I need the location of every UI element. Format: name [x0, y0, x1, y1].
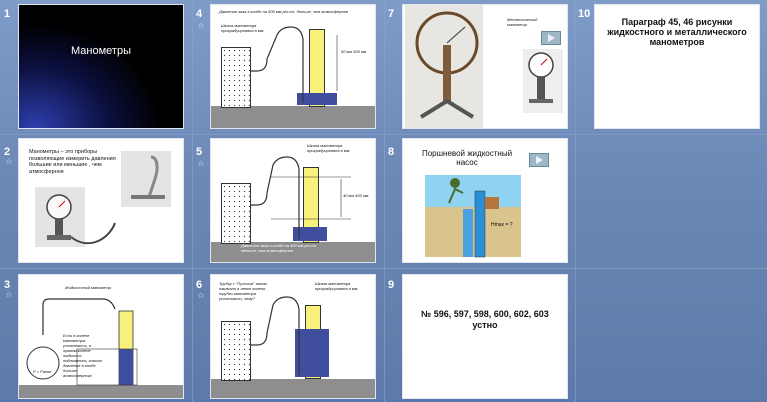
gas-flask	[221, 183, 251, 244]
slide-thumbnail-8[interactable]: Поршневой жидкостный насос Hmax = ?	[402, 138, 568, 263]
slide-text: Манометры – это приборы позволяющие изме…	[29, 149, 116, 175]
slide-number: 7	[388, 8, 395, 20]
scale-label: 50 мм 500 мм	[341, 49, 367, 54]
tube-connector	[251, 26, 338, 103]
slide-note: Если в колене манометра установить, в пр…	[63, 333, 103, 378]
slide-thumbnail-9[interactable]: № 596, 597, 598, 600, 602, 603 устно	[402, 274, 568, 399]
liquid-level	[293, 227, 327, 241]
metal-manometer-photo	[405, 5, 563, 128]
slide-thumbnail-6[interactable]: Трубку с "Пустым" газом накачали в левое…	[210, 274, 376, 399]
slide-note: Шкала манометра проградуирована в мм.	[315, 281, 359, 291]
slide-number: 4	[196, 8, 203, 20]
piston-pump-illustration	[425, 175, 521, 258]
floor	[211, 242, 375, 262]
tube-connector	[251, 296, 300, 375]
scale-label: 40 мм 400 мм	[343, 193, 369, 198]
slide-number: 9	[388, 279, 395, 291]
slide-number: 3	[4, 279, 11, 291]
grid-divider	[0, 268, 767, 269]
transition-star-icon[interactable]: ☆	[5, 290, 13, 299]
slide-thumbnail-3[interactable]: Жидкостный манометр Если в колене маноме…	[18, 274, 184, 399]
play-button-icon[interactable]	[529, 153, 549, 167]
slide-number: 6	[196, 279, 203, 291]
formula-label: Hmax = ?	[491, 222, 513, 228]
tube-connector	[251, 156, 351, 239]
liquid-manometer-diagram	[19, 298, 183, 398]
grid-divider	[575, 0, 576, 402]
grid-divider	[0, 134, 767, 135]
liquid-level	[295, 329, 329, 377]
transition-star-icon[interactable]: ☆	[197, 159, 205, 168]
slide-thumbnail-10[interactable]: Параграф 45, 46 рисунки жидкостного и ме…	[594, 4, 760, 129]
slide-thumbnail-7[interactable]: Металлический манометр	[402, 4, 568, 129]
slide-thumbnail-5[interactable]: Шкала манометра проградуирована в мм. 40…	[210, 138, 376, 263]
slide-thumbnail-2[interactable]: Манометры – это приборы позволяющие изме…	[18, 138, 184, 263]
slide-number: 8	[388, 146, 395, 158]
play-button-icon[interactable]	[541, 31, 561, 45]
gas-flask	[221, 321, 251, 381]
slide-note: Шкала манометра проградуирована в мм.	[221, 23, 265, 33]
slide-caption: Металлический манометр	[507, 17, 538, 27]
transition-star-icon[interactable]: ☆	[197, 291, 205, 300]
slide-title: Поршневой жидкостный насос	[421, 149, 513, 167]
slide-number: 1	[4, 8, 11, 20]
slide-note: Трубку с "Пустым" газом накачали в левое…	[219, 281, 267, 301]
manometer-tube	[309, 29, 325, 107]
slide-thumbnail-4[interactable]: Давление газа в колбе на 500 мм рт.ст. б…	[210, 4, 376, 129]
slide-text: Параграф 45, 46 рисунки жидкостного и ме…	[607, 17, 747, 47]
slide-note: Давление газа в колбе на 500 мм рт.ст. б…	[219, 9, 349, 14]
slide-note: Давление газа в колбе на 400 мм рт.ст. м…	[241, 243, 318, 253]
slide-title: Манометры	[71, 45, 131, 57]
slide-number: 2	[4, 146, 11, 158]
floor	[211, 379, 375, 398]
slide-number: 10	[578, 8, 591, 20]
slide-caption: Жидкостный манометр	[65, 285, 111, 290]
slide-thumbnail-1[interactable]: Манометры	[18, 4, 184, 129]
slide-number: 5	[196, 146, 203, 158]
liquid-level	[297, 93, 337, 105]
formula-label: P = Pатм	[33, 369, 51, 374]
manometer-photo	[35, 151, 171, 247]
slide-text: № 596, 597, 598, 600, 602, 603 устно	[421, 309, 549, 330]
slide-note: Шкала манометра проградуирована в мм.	[307, 143, 351, 153]
grid-divider	[192, 0, 193, 402]
manometer-tube	[303, 167, 319, 243]
transition-star-icon[interactable]: ☆	[197, 21, 205, 30]
gas-flask	[221, 47, 251, 108]
floor	[211, 106, 375, 128]
transition-star-icon[interactable]: ☆	[5, 157, 13, 166]
grid-divider	[384, 0, 385, 402]
